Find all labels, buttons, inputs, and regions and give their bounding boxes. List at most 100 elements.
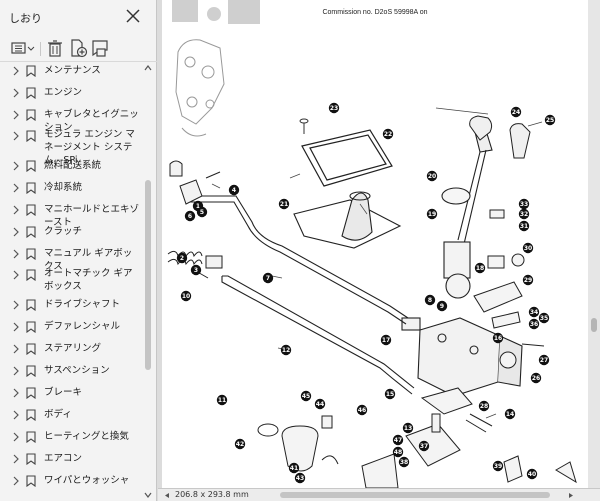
- find-bookmark-icon[interactable]: [90, 38, 110, 58]
- bookmark-item[interactable]: 燃料配送系統: [0, 155, 142, 177]
- expand-chevron-icon[interactable]: [12, 66, 20, 76]
- bookmark-item[interactable]: ボディ: [0, 404, 142, 426]
- bookmark-item[interactable]: サスペンション: [0, 360, 142, 382]
- screw-23: [299, 118, 309, 134]
- expand-chevron-icon[interactable]: [12, 410, 20, 420]
- svg-text:9: 9: [440, 303, 444, 310]
- selector-housing: [401, 317, 523, 397]
- part-callout-36: 36: [528, 318, 540, 330]
- bookmark-icon: [26, 453, 36, 465]
- bookmark-icon: [26, 409, 36, 421]
- selector-rods: [186, 195, 415, 395]
- part-callout-4: 4: [228, 184, 240, 196]
- expand-chevron-icon[interactable]: [12, 300, 20, 310]
- bookmark-item[interactable]: キャブレタとイグニッション: [0, 104, 142, 133]
- bookmark-item[interactable]: ステアリング: [0, 338, 142, 360]
- svg-text:16: 16: [494, 335, 502, 342]
- close-icon[interactable]: [124, 7, 142, 25]
- svg-text:17: 17: [382, 337, 390, 344]
- bookmark-icon: [26, 343, 36, 355]
- svg-text:44: 44: [316, 401, 324, 408]
- part-callout-20: 20: [426, 170, 438, 182]
- bookmark-item[interactable]: メンテナンス: [0, 62, 142, 82]
- bookmark-icon: [26, 299, 36, 311]
- svg-text:37: 37: [420, 443, 428, 450]
- bookmark-item[interactable]: ヒーティングと換気: [0, 426, 142, 448]
- svg-text:42: 42: [236, 441, 244, 448]
- scroll-left-icon[interactable]: [164, 492, 170, 499]
- bookmark-item[interactable]: エンジン: [0, 82, 142, 104]
- scroll-up-icon[interactable]: [143, 64, 153, 72]
- svg-text:34: 34: [530, 309, 538, 316]
- bookmark-label: 燃料配送系統: [44, 160, 102, 171]
- expand-chevron-icon[interactable]: [12, 454, 20, 464]
- boot-frame: [301, 129, 393, 187]
- expand-chevron-icon[interactable]: [12, 366, 20, 376]
- bookmark-icon: [26, 109, 36, 121]
- svg-text:47: 47: [394, 437, 402, 444]
- expand-chevron-icon[interactable]: [12, 161, 20, 171]
- expand-chevron-icon[interactable]: [12, 476, 20, 486]
- svg-text:5: 5: [200, 209, 204, 216]
- expand-chevron-icon[interactable]: [12, 270, 20, 280]
- bookmark-item[interactable]: ワイパとウォッシャ: [0, 470, 142, 492]
- bookmark-icon: [26, 321, 36, 333]
- document-scroll-thumb[interactable]: [591, 318, 597, 332]
- bookmark-item[interactable]: デファレンシャル: [0, 316, 142, 338]
- part-callout-43: 43: [294, 472, 306, 484]
- expand-chevron-icon[interactable]: [12, 110, 20, 120]
- gaiter: [293, 191, 402, 249]
- part-callout-18: 18: [474, 262, 486, 274]
- part-callout-6: 6: [184, 210, 196, 222]
- scroll-right-icon[interactable]: [568, 492, 574, 499]
- bookmark-label: クラッチ: [44, 226, 83, 237]
- expand-chevron-icon[interactable]: [12, 131, 20, 141]
- scroll-down-icon[interactable]: [143, 491, 153, 499]
- bookmark-item[interactable]: モジュラ エンジン マネージメント システム --SPi: [0, 126, 142, 166]
- expand-chevron-icon[interactable]: [12, 344, 20, 354]
- bookmarks-panel: しおり メン: [0, 0, 157, 501]
- bookmark-label: ステアリング: [44, 343, 102, 354]
- svg-text:3: 3: [194, 267, 198, 274]
- options-menu-icon[interactable]: [10, 38, 36, 58]
- expand-chevron-icon[interactable]: [12, 227, 20, 237]
- bookmark-scroll-thumb[interactable]: [145, 180, 151, 370]
- bookmark-label: 冷却系統: [44, 182, 83, 193]
- expand-chevron-icon[interactable]: [12, 205, 20, 215]
- bracket-casting: [175, 39, 225, 137]
- bookmark-item[interactable]: 冷却系統: [0, 177, 142, 199]
- expand-chevron-icon[interactable]: [12, 432, 20, 442]
- bookmark-item[interactable]: ブレーキ: [0, 382, 142, 404]
- bookmark-item[interactable]: エアコン: [0, 448, 142, 470]
- spring-assembly: [167, 250, 223, 279]
- bookmark-label: エンジン: [44, 87, 83, 98]
- svg-text:25: 25: [546, 117, 554, 124]
- svg-text:13: 13: [404, 425, 412, 432]
- bookmark-item[interactable]: ドライブシャフト: [0, 294, 142, 316]
- expand-chevron-icon[interactable]: [12, 183, 20, 193]
- gear-lever: [441, 123, 493, 299]
- bookmark-item[interactable]: マニュアル ギアボックス: [0, 243, 142, 272]
- svg-text:46: 46: [358, 407, 366, 414]
- part-callout-9: 9: [436, 300, 448, 312]
- horizontal-scroll-thumb[interactable]: [280, 492, 550, 498]
- expand-chevron-icon[interactable]: [12, 249, 20, 259]
- new-bookmark-icon[interactable]: [68, 38, 88, 58]
- part-callout-29: 29: [522, 274, 534, 286]
- document-scrollbar[interactable]: [588, 0, 600, 488]
- bookmark-item[interactable]: クラッチ: [0, 221, 142, 243]
- delete-bookmark-icon[interactable]: [45, 38, 65, 58]
- bookmark-item[interactable]: マニホールドとエキゾースト: [0, 199, 142, 228]
- svg-text:21: 21: [280, 201, 288, 208]
- bookmark-label: キャブレタとイグニッション: [44, 109, 139, 133]
- part-callout-37: 37: [418, 440, 430, 452]
- bookmark-item[interactable]: オートマチック ギアボックス: [0, 265, 142, 294]
- bookmark-scrollbar[interactable]: [142, 62, 154, 501]
- gear-knob-24: [469, 115, 493, 141]
- expand-chevron-icon[interactable]: [12, 388, 20, 398]
- bookmark-label: ブレーキ: [44, 387, 83, 398]
- expand-chevron-icon[interactable]: [12, 322, 20, 332]
- part-callout-32: 32: [518, 208, 530, 220]
- expand-chevron-icon[interactable]: [12, 88, 20, 98]
